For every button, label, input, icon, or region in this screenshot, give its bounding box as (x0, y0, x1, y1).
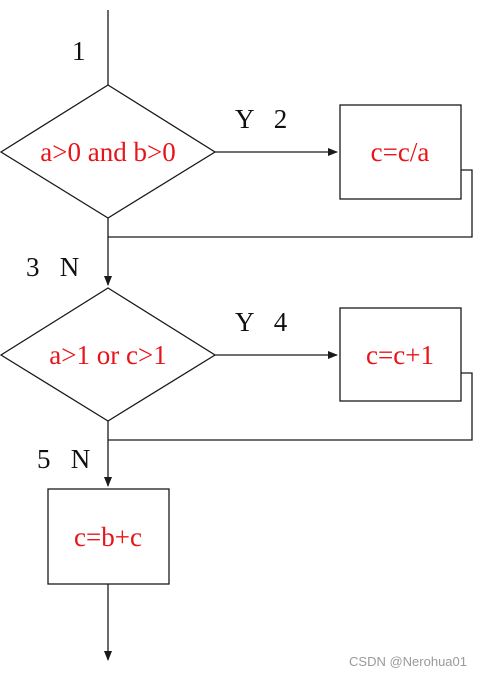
watermark: CSDN @Nerohua01 (349, 654, 467, 669)
process-1-text: c=c/a (371, 137, 430, 167)
path-label-1: 1 (72, 36, 86, 66)
decision-2-text: a>1 or c>1 (49, 340, 166, 370)
path-label-4: Y 4 (235, 307, 288, 337)
process-box-1 (339, 104, 462, 200)
process-box-2 (339, 307, 462, 402)
return-line-1 (108, 169, 473, 238)
decision-1-text: a>0 and b>0 (40, 137, 175, 167)
process-3-text: c=b+c (74, 522, 142, 552)
return-line-2 (108, 372, 473, 441)
path-label-2: Y 2 (235, 104, 287, 134)
process-2-text: c=c+1 (366, 340, 434, 370)
path-label-3: 3 N (26, 252, 79, 282)
path-label-5: 5 N (37, 444, 90, 474)
